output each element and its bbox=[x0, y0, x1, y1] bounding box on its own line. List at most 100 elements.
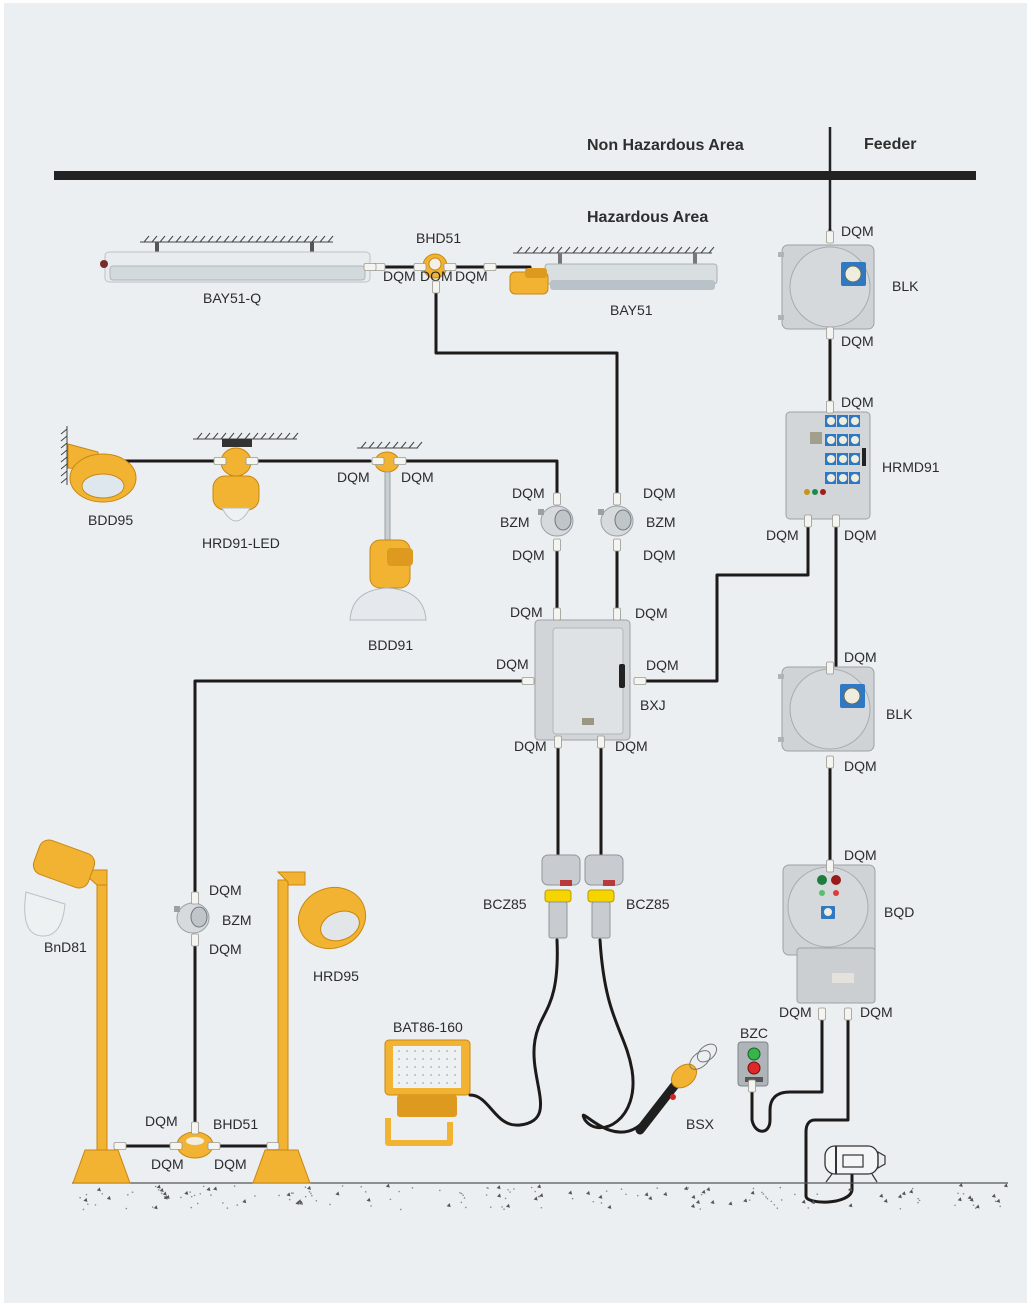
ceiling-hatch bbox=[516, 246, 715, 254]
cable-bhd51-bzm-right bbox=[434, 288, 619, 502]
feeder-label: Feeder bbox=[864, 136, 916, 153]
dqm-label: DQM bbox=[209, 882, 242, 898]
dqm-label: DQM bbox=[844, 758, 877, 774]
ceiling-hatch bbox=[196, 432, 299, 440]
dqm-gland bbox=[613, 492, 621, 506]
bay51q-label: BAY51-Q bbox=[203, 290, 261, 306]
dqm-gland bbox=[597, 735, 605, 749]
bat86-led-grid bbox=[398, 1050, 456, 1084]
hrmd91-distribution-board bbox=[785, 411, 871, 520]
bnd81-label: BnD81 bbox=[44, 939, 87, 955]
area-divider-bar bbox=[54, 171, 976, 180]
dqm-gland bbox=[844, 1007, 852, 1021]
ceiling-hatch bbox=[360, 441, 423, 449]
bzc-label: BZC bbox=[740, 1025, 768, 1041]
dqm-label: DQM bbox=[643, 547, 676, 563]
bxj-junction-box bbox=[534, 619, 631, 741]
bzm-left-junction bbox=[538, 505, 574, 537]
dqm-label: DQM bbox=[841, 394, 874, 410]
wall-hatch bbox=[60, 428, 68, 484]
bzm-right-label: BZM bbox=[646, 514, 676, 530]
bcz85-right-label: BCZ85 bbox=[626, 896, 670, 912]
bcz85-left-label: BCZ85 bbox=[483, 896, 527, 912]
blk-bottom-label: BLK bbox=[886, 706, 913, 722]
ceiling-hatch bbox=[143, 235, 334, 243]
bqd-motor-starter bbox=[782, 864, 876, 1004]
blk-bottom-switch bbox=[778, 666, 875, 752]
dqm-label: DQM bbox=[512, 485, 545, 501]
bcz85-right-socket bbox=[584, 854, 624, 939]
non-hazardous-area-label: Non Hazardous Area bbox=[587, 137, 744, 154]
dqm-gland bbox=[191, 891, 199, 905]
bat86-label: BAT86-160 bbox=[393, 1019, 463, 1035]
dqm-gland bbox=[245, 457, 259, 465]
dqm-label: DQM bbox=[615, 738, 648, 754]
bdd91-label: BDD91 bbox=[368, 637, 413, 653]
dqm-label: DQM bbox=[420, 268, 453, 284]
dqm-label: DQM bbox=[145, 1113, 178, 1129]
dqm-gland bbox=[826, 326, 834, 340]
blk-top-label: BLK bbox=[892, 278, 919, 294]
dqm-gland bbox=[191, 1121, 199, 1135]
bay51-label: BAY51 bbox=[610, 302, 653, 318]
dqm-label: DQM bbox=[496, 656, 529, 672]
hrmd91-label: HRMD91 bbox=[882, 459, 940, 475]
dqm-gland bbox=[363, 263, 377, 271]
bqd-label: BQD bbox=[884, 904, 914, 920]
bcz85-left-socket bbox=[541, 854, 581, 939]
bhd51-top-label: BHD51 bbox=[416, 230, 461, 246]
dqm-gland bbox=[553, 538, 561, 552]
hrd95-pole-light bbox=[252, 871, 367, 1184]
dqm-gland bbox=[266, 1142, 280, 1150]
dqm-gland bbox=[826, 859, 834, 873]
dqm-label: DQM bbox=[643, 485, 676, 501]
bdd91-fixture bbox=[349, 441, 427, 621]
cables bbox=[118, 228, 854, 1204]
dqm-label: DQM bbox=[151, 1156, 184, 1172]
cable-bdd91-bzm-left bbox=[402, 459, 559, 502]
cable-bxj-bzm-bottom bbox=[193, 679, 530, 897]
dqm-label: DQM bbox=[635, 605, 668, 621]
dqm-gland bbox=[169, 1142, 183, 1150]
dqm-label: DQM bbox=[214, 1156, 247, 1172]
bsx-label: BSX bbox=[686, 1116, 715, 1132]
dqm-gland bbox=[554, 735, 562, 749]
dqm-label: DQM bbox=[841, 333, 874, 349]
dqm-gland bbox=[613, 607, 621, 621]
ground-gravel bbox=[79, 1183, 1008, 1211]
dqm-label: DQM bbox=[510, 604, 543, 620]
dqm-gland bbox=[443, 263, 457, 271]
dqm-gland bbox=[413, 263, 427, 271]
dqm-gland bbox=[553, 607, 561, 621]
dqm-label: DQM bbox=[514, 738, 547, 754]
bhd51-bottom-label: BHD51 bbox=[213, 1116, 258, 1132]
dqm-gland bbox=[826, 755, 834, 769]
dqm-label: DQM bbox=[209, 941, 242, 957]
cable-hrmd91-bxj bbox=[638, 523, 810, 683]
bdd95-fixture bbox=[60, 426, 137, 503]
bat86-floodlight bbox=[384, 1039, 471, 1146]
cable-bqd-motor bbox=[804, 1016, 854, 1204]
hazardous-area-label: Hazardous Area bbox=[587, 209, 708, 226]
dqm-label: DQM bbox=[512, 547, 545, 563]
dqm-gland bbox=[207, 1142, 221, 1150]
diagram-background bbox=[4, 3, 1027, 1303]
bsx-handlamp bbox=[635, 1043, 718, 1135]
hrd91-led-label: HRD91-LED bbox=[202, 535, 280, 551]
motor-symbol bbox=[824, 1145, 886, 1183]
dqm-gland bbox=[213, 457, 227, 465]
dqm-gland bbox=[826, 661, 834, 675]
dqm-label: DQM bbox=[337, 469, 370, 485]
bzm-bottom-junction bbox=[174, 902, 210, 934]
dqm-gland bbox=[371, 457, 385, 465]
dqm-gland bbox=[613, 538, 621, 552]
dqm-gland bbox=[483, 263, 497, 271]
dqm-label: DQM bbox=[455, 268, 488, 284]
dqm-label: DQM bbox=[844, 649, 877, 665]
dqm-label: DQM bbox=[860, 1004, 893, 1020]
bdd95-label: BDD95 bbox=[88, 512, 133, 528]
dqm-gland bbox=[191, 933, 199, 947]
bxj-label: BXJ bbox=[640, 697, 666, 713]
